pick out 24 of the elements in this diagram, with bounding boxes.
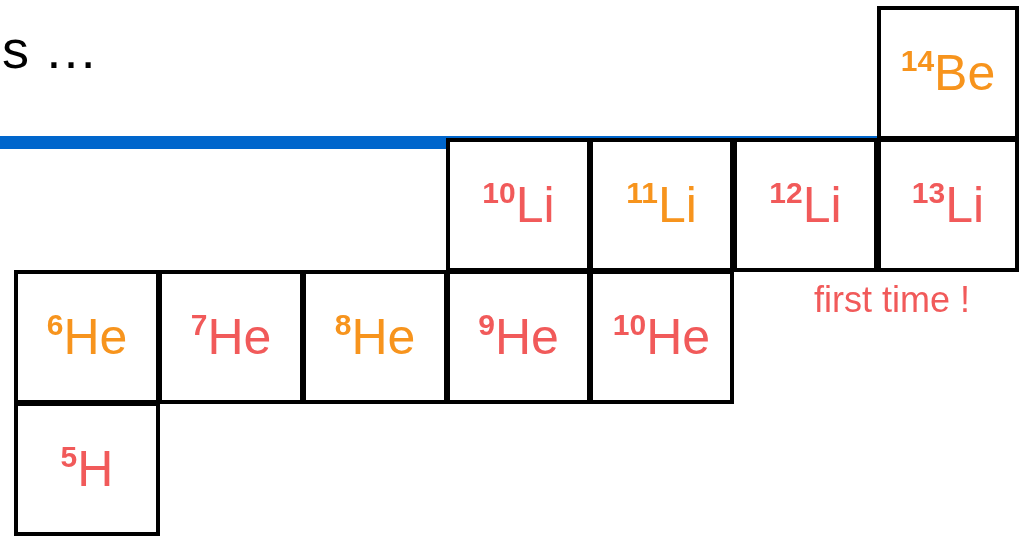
nuclide-symbol: $^{11}$Li [626,180,697,230]
nuclide-symbol: $^{10}$He [612,312,711,362]
nuclide-symbol: $^{13}$Li [911,180,985,230]
nuclide-box [589,138,734,272]
nuclide-box [158,270,304,404]
nuclide-symbol: $^{5}$H [60,444,114,494]
nuclide-symbol: $^{10}$Li [482,180,555,230]
nuclide-symbol: $^{7}$He [190,312,272,362]
note-text: first time ! [814,282,970,318]
nuclide-box [733,138,878,272]
nuclide-symbol: $^{12}$Li [769,180,842,230]
heading-text: s … [2,22,98,76]
nuclide-box [302,270,448,404]
nuclide-box [14,270,160,404]
nuclide-box [589,270,734,404]
nuclide-symbol: $^{14}$Be [900,48,996,98]
nuclide-box [14,402,160,536]
nuclide-symbol: $^{9}$He [478,312,559,362]
nuclide-box [446,138,591,272]
nuclide-symbol: $^{6}$He [46,312,128,362]
nuclide-box [446,270,591,404]
nuclide-box [877,6,1019,140]
nuclide-box [877,138,1019,272]
nuclide-symbol: $^{8}$He [334,312,416,362]
